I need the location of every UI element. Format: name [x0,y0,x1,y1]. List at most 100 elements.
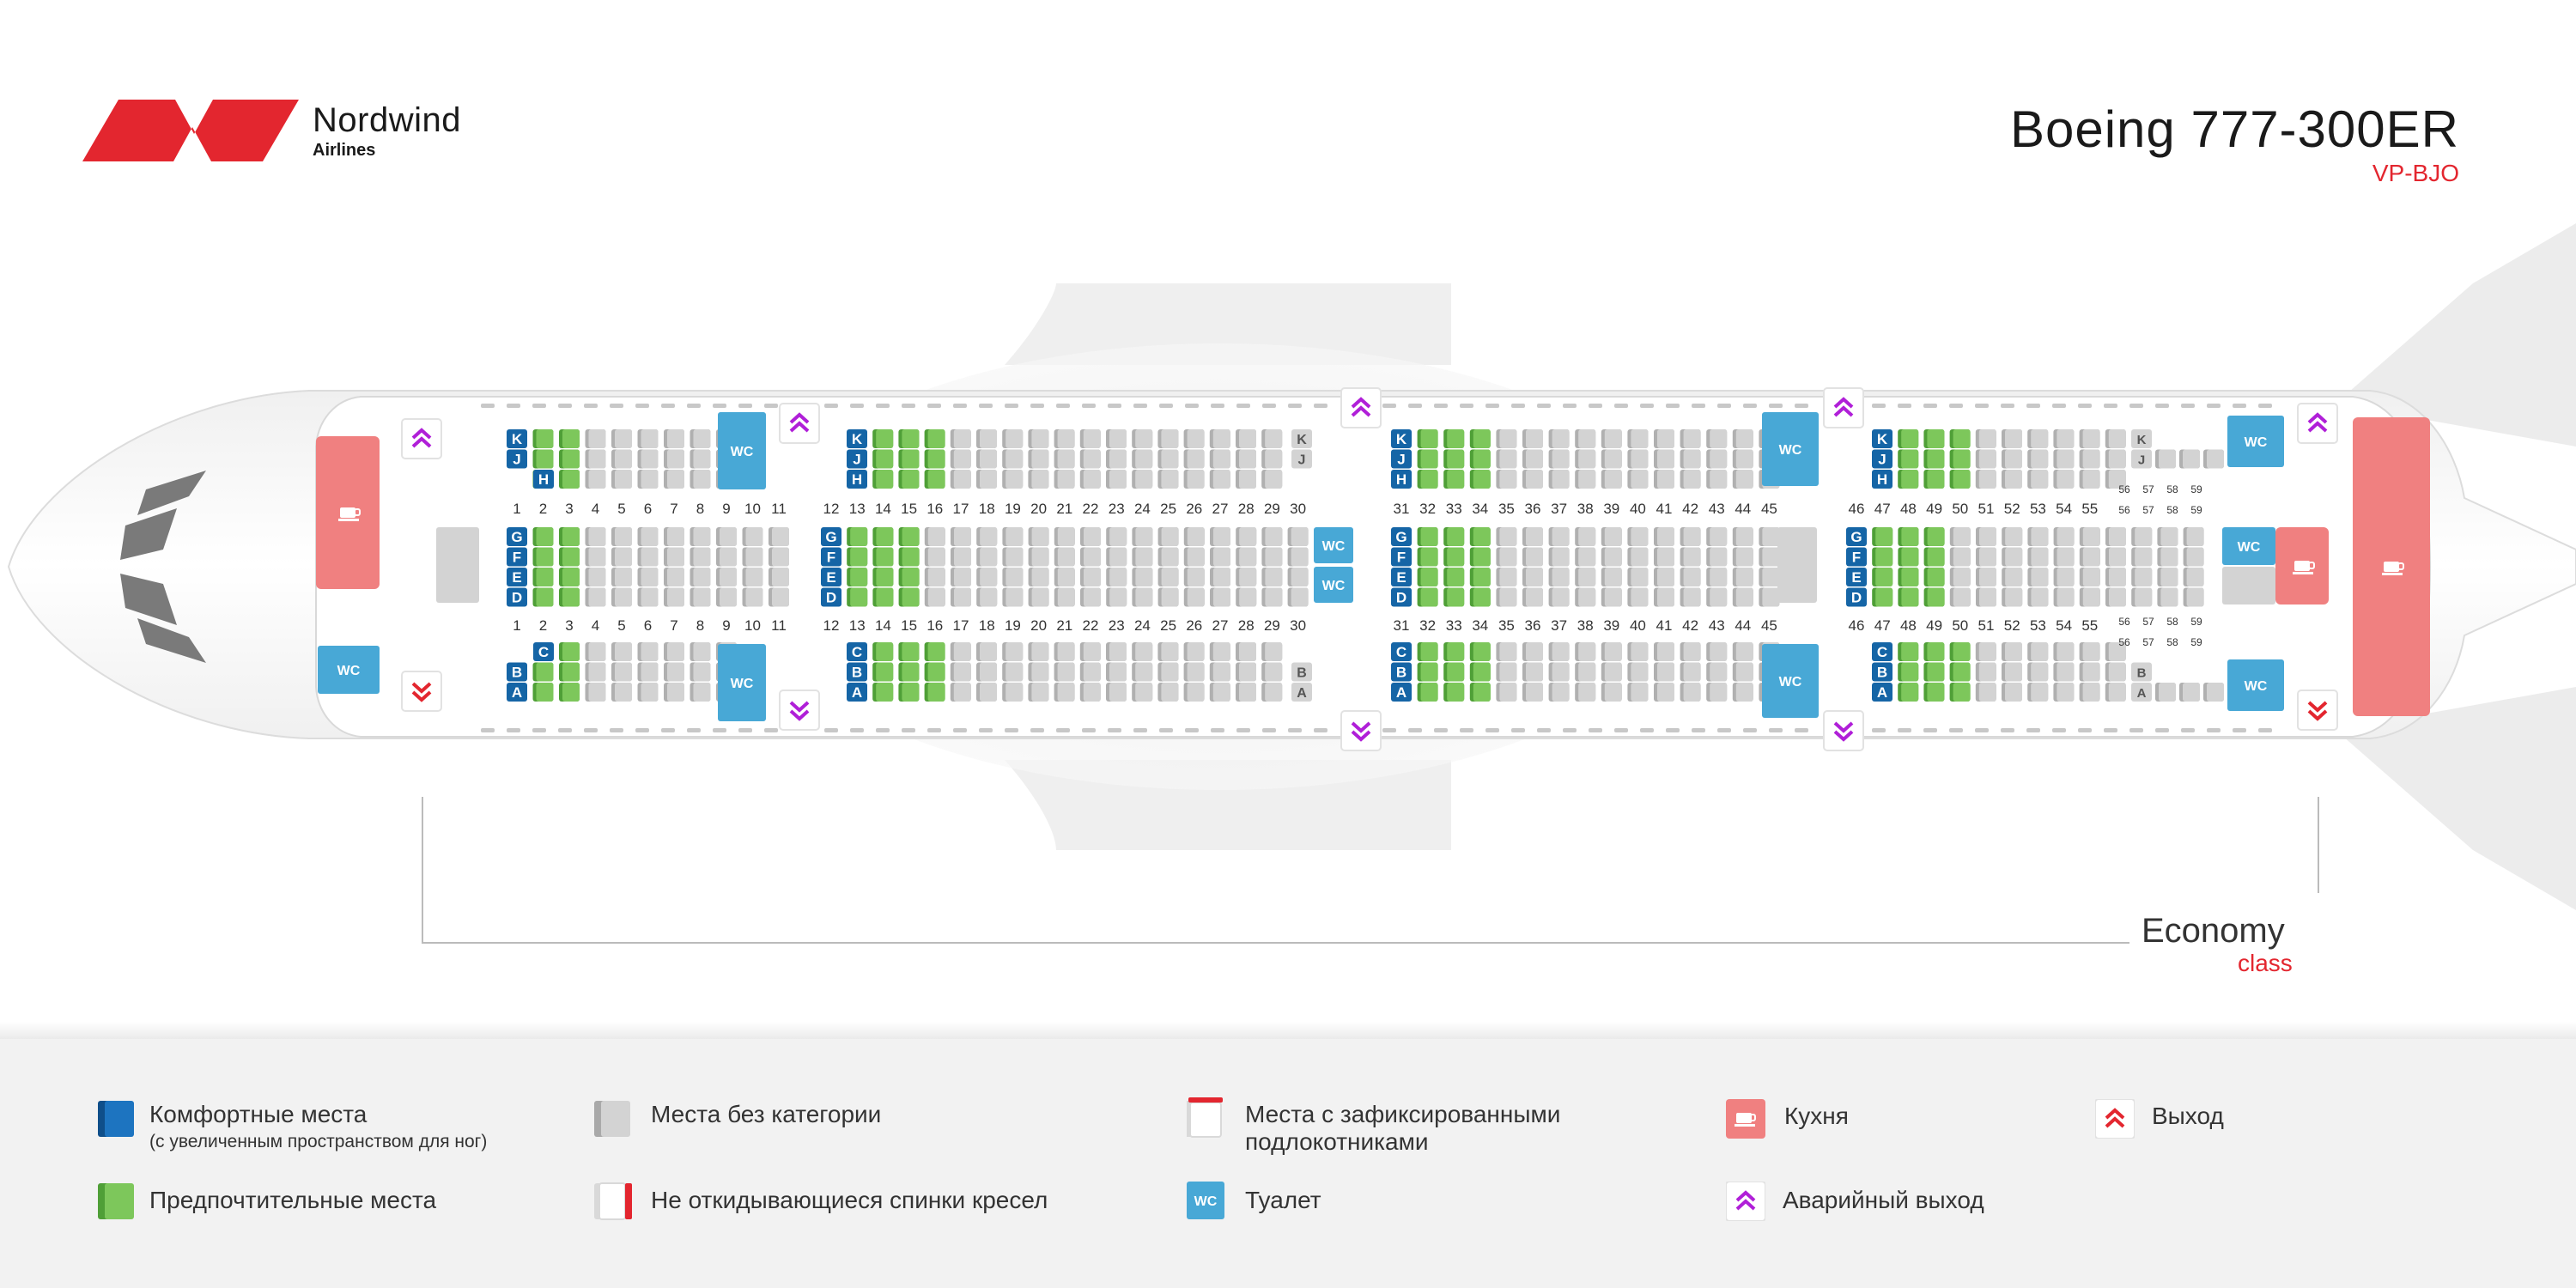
seat-26G [1187,527,1205,546]
seat-11D [772,587,789,607]
row-num-s3-bot-37: 37 [1551,617,1567,634]
legend-standard: Места без категории [651,1101,882,1127]
seat-41D [1657,587,1674,607]
seat-14K [902,429,920,448]
galley-rear-small-cup-saucer [2293,572,2313,574]
window-dash [1511,404,1525,408]
seat-32K [1420,429,1438,448]
row-num-s2-bot-16: 16 [927,617,943,634]
seat-7A [667,683,684,702]
seat-38H [1578,470,1596,489]
seat-55B [2108,662,2126,682]
seat-47B [1901,662,1919,682]
seat-55C [2108,642,2126,661]
seat-57F [2135,547,2153,567]
legend-shadow [0,1022,2576,1041]
seat-51F [1979,547,1996,567]
row1-top-letter-K: K [512,431,523,447]
seat-17C [980,642,997,661]
row-num-s2-top-28: 28 [1238,501,1255,517]
row-num-tail-d-57: 57 [2142,636,2154,648]
window-dash [1949,728,1963,732]
seat-5C [615,642,632,661]
seat-15C [927,642,945,661]
row-num-s2-bot-14: 14 [875,617,891,634]
window-dash [1211,404,1224,408]
seat-26C [1212,642,1230,661]
seat-48F [1901,547,1919,567]
seat-28E [1239,568,1257,586]
seat-6E [641,568,659,586]
row46-mid-E [1846,568,1867,586]
seat-40F [1631,547,1649,567]
window-dash [584,404,598,408]
seat-47K [1901,429,1919,448]
seat-6C [641,642,659,661]
seat-32E [1420,568,1438,586]
seat-39C [1604,642,1622,661]
seat-35D [1499,587,1517,607]
seat-20G [1031,527,1049,546]
seat-30F [1291,547,1309,567]
wc-tail-mid-label: WC [2238,540,2261,555]
seat-26H [1212,470,1230,489]
row-num-s3-bot-42: 42 [1682,617,1698,634]
seat-37H [1552,470,1570,489]
window-dash [507,728,520,732]
exit-s2-bottom-icon [789,701,810,721]
seat-26F [1187,547,1205,567]
row-num-s1-top-5: 5 [617,501,625,517]
window-dash [1434,728,1448,732]
window-dash [1589,728,1602,732]
window-dash [1030,404,1044,408]
seat-44F [1735,547,1753,567]
window-dash [481,404,495,408]
window-dash [1975,404,1989,408]
seat-58E [2160,568,2178,586]
window-dash [687,728,701,732]
seat-5H [615,470,632,489]
row-num-s4-bot-55: 55 [2081,617,2098,634]
cup-icon [1735,1113,1756,1127]
seat-6B [641,662,659,682]
seat-28B [1265,662,1283,682]
seat-37A [1552,683,1570,702]
seat-52G [2005,527,2023,546]
window-dash [2155,728,2169,732]
seat-25D [1161,587,1179,607]
window-dash [2181,728,2195,732]
window-dash [1589,404,1602,408]
row-num-s4-bot-46: 46 [1849,617,1865,634]
window-dash [1717,404,1731,408]
seat-49K [1953,429,1971,448]
row12-bot-letter-A: A [852,684,862,701]
seat-10D [745,587,763,607]
seat-39D [1604,587,1622,607]
window-dash [1898,728,1911,732]
seat-39B [1604,662,1622,682]
legend: Комфортные места (с увеличенным простран… [0,1039,2576,1288]
window-dash [1614,404,1628,408]
window-dash [824,728,838,732]
seat-36E [1526,568,1543,586]
galley-cart-mid [1777,527,1817,603]
seat-17J [980,449,997,469]
seat-45F [1762,547,1780,567]
window-dash [902,728,915,732]
window-dash [1082,728,1096,732]
row31-mid-G [1391,527,1412,546]
row-num-s4-top-48: 48 [1900,501,1917,517]
seat-41B [1657,662,1674,682]
seat-47A [1901,683,1919,702]
seat-6J [641,449,659,469]
row-num-s2-top-19: 19 [1005,501,1021,517]
seat-49G [1927,527,1945,546]
seat-39A [1604,683,1622,702]
wc-s1-bot [718,644,766,721]
seat-48K [1927,429,1945,448]
seat-15B [927,662,945,682]
seat-27B [1239,662,1256,682]
seat-36J [1526,449,1543,469]
window-dash [2207,728,2221,732]
seat-54H [2082,470,2100,489]
